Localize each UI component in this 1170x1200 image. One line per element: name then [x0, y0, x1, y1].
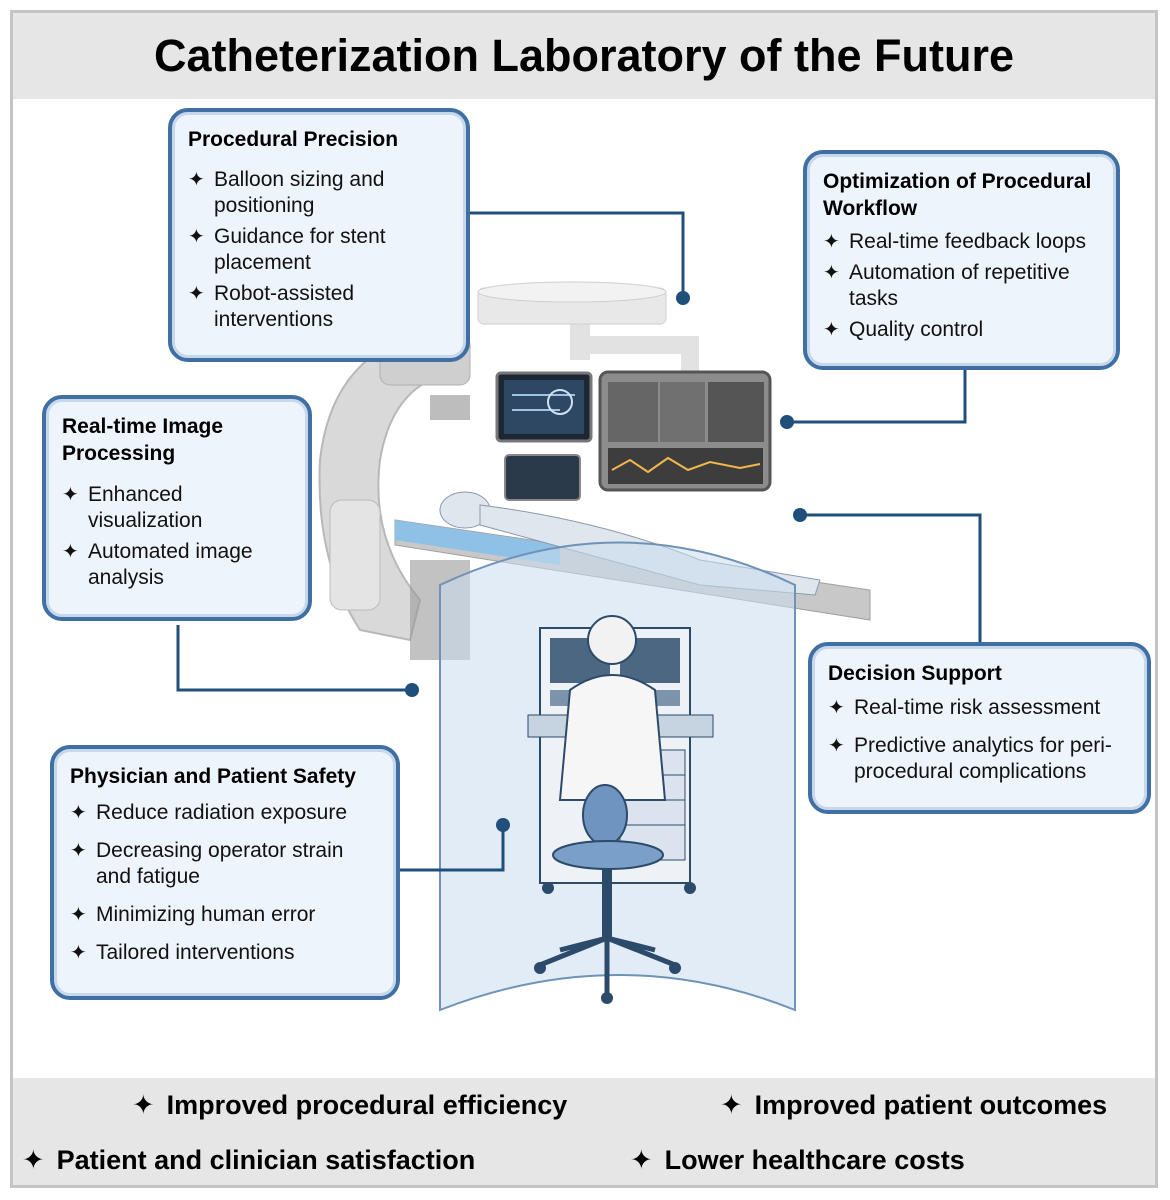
- box-heading: Optimization of Procedural Workflow: [823, 170, 1092, 221]
- list-item: ✦Automated image analysis: [62, 539, 253, 589]
- box-list: ✦Balloon sizing and positioning ✦Guidanc…: [188, 167, 450, 333]
- list-item: ✦Predictive analytics for peri-procedura…: [828, 734, 1112, 784]
- list-item: ✦Guidance for stent placement: [188, 225, 386, 275]
- outcome-item: ✦Improved procedural efficiency: [132, 1090, 568, 1120]
- four-point-star-icon: ✦: [720, 1090, 743, 1120]
- box-list: ✦Real-time risk assessment ✦Predictive a…: [828, 695, 1131, 785]
- four-point-star-icon: ✦: [62, 483, 79, 506]
- ceiling-light-icon: [477, 281, 699, 380]
- list-item: ✦Reduce radiation exposure: [70, 801, 347, 825]
- outcome-item: ✦Lower healthcare costs: [630, 1145, 965, 1175]
- physician-icon: [558, 615, 667, 801]
- safety-box: Physician and Patient Safety ✦Reduce rad…: [50, 745, 400, 1000]
- connector-dots: [405, 291, 807, 832]
- four-point-star-icon: ✦: [630, 1145, 653, 1175]
- list-item: ✦Minimizing human error: [70, 903, 316, 927]
- four-point-star-icon: ✦: [188, 283, 205, 306]
- box-heading: Physician and Patient Safety: [70, 765, 356, 788]
- connector-imaging: [176, 625, 412, 692]
- connector-safety: [400, 825, 505, 872]
- list-item: ✦Enhanced visualization: [62, 482, 203, 532]
- box-heading: Real-time Image Processing: [62, 415, 224, 466]
- box-heading: Procedural Precision: [188, 128, 399, 151]
- connector-lines: [176, 211, 982, 872]
- page-title: Catheterization Laboratory of the Future: [153, 30, 1015, 81]
- four-point-star-icon: ✦: [70, 904, 87, 927]
- monitor-bank-icon: [495, 370, 772, 501]
- list-item: ✦Robot-assisted interventions: [188, 282, 355, 332]
- procedural-precision-box: Procedural Precision ✦Balloon sizing and…: [168, 108, 470, 362]
- four-point-star-icon: ✦: [70, 840, 87, 863]
- image-processing-box: Real-time Image Processing ✦Enhanced vis…: [42, 395, 312, 621]
- connector-workflow: [787, 368, 967, 424]
- four-point-star-icon: ✦: [62, 540, 79, 563]
- workflow-box: Optimization of Procedural Workflow ✦Rea…: [803, 150, 1120, 370]
- list-item: ✦Real-time feedback loops: [823, 229, 1086, 253]
- list-item: ✦Real-time risk assessment: [828, 696, 1101, 720]
- four-point-star-icon: ✦: [132, 1090, 155, 1120]
- four-point-star-icon: ✦: [823, 230, 840, 253]
- outcome-item: ✦Improved patient outcomes: [720, 1090, 1108, 1120]
- four-point-star-icon: ✦: [70, 802, 87, 825]
- four-point-star-icon: ✦: [22, 1145, 45, 1175]
- outcomes-panel: [13, 1078, 1155, 1185]
- office-chair-icon: [534, 784, 681, 1004]
- box-list: ✦Enhanced visualization ✦Automated image…: [62, 482, 292, 591]
- box-list: ✦Real-time feedback loops ✦Automation of…: [823, 229, 1100, 343]
- list-item: ✦Balloon sizing and positioning: [188, 168, 385, 218]
- connector-decision: [800, 513, 982, 642]
- connector-precision: [468, 211, 685, 298]
- four-point-star-icon: ✦: [188, 226, 205, 249]
- box-list: ✦Reduce radiation exposure ✦Decreasing o…: [70, 800, 380, 966]
- list-item: ✦Decreasing operator strain and fatigue: [70, 839, 344, 889]
- four-point-star-icon: ✦: [188, 169, 205, 192]
- decision-support-box: Decision Support ✦Real-time risk assessm…: [808, 642, 1151, 814]
- list-item: ✦Quality control: [823, 317, 984, 341]
- list-item: ✦Automation of repetitive tasks: [823, 260, 1070, 310]
- four-point-star-icon: ✦: [828, 735, 845, 758]
- title-bar: Catheterization Laboratory of the Future: [13, 13, 1155, 99]
- four-point-star-icon: ✦: [70, 942, 87, 965]
- list-item: ✦Tailored interventions: [70, 941, 295, 965]
- four-point-star-icon: ✦: [823, 261, 840, 284]
- outcome-item: ✦Patient and clinician satisfaction: [22, 1145, 476, 1175]
- four-point-star-icon: ✦: [828, 697, 845, 720]
- four-point-star-icon: ✦: [823, 318, 840, 341]
- box-heading: Decision Support: [828, 662, 1002, 685]
